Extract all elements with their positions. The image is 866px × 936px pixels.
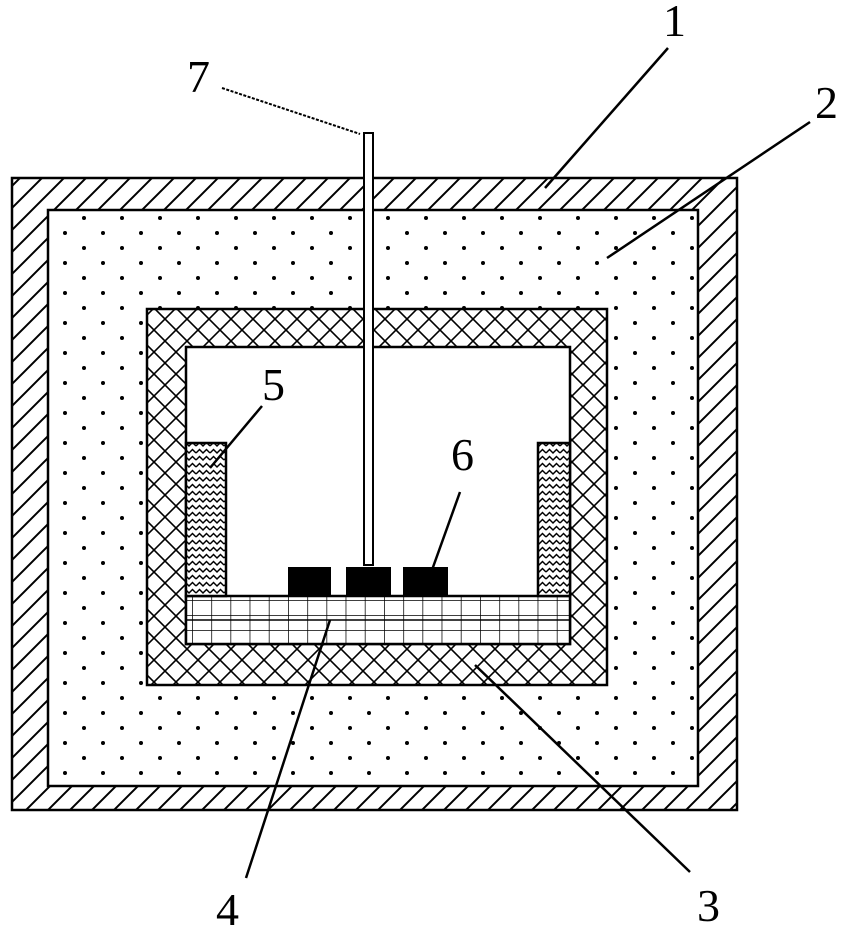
leader-line-7 [221, 87, 361, 135]
sample-block-left [288, 567, 331, 596]
label-6: 6 [451, 429, 474, 480]
label-2: 2 [815, 77, 838, 128]
label-3: 3 [697, 880, 720, 931]
label-4: 4 [216, 884, 239, 935]
leader-line-3 [474, 664, 691, 873]
right-heating-element [536, 441, 572, 598]
leader-line-6 [430, 491, 462, 571]
sample-block-middle [346, 567, 391, 596]
label-7: 7 [187, 51, 210, 102]
leader-line-5 [209, 405, 263, 469]
leader-line-2 [606, 120, 811, 260]
thermocouple-rod [363, 132, 374, 566]
sample-block-right [403, 567, 448, 596]
leader-line-4 [244, 619, 332, 879]
left-heating-element [184, 441, 228, 598]
leader-line-1 [544, 47, 669, 189]
label-5: 5 [262, 359, 285, 410]
label-1: 1 [663, 0, 686, 46]
